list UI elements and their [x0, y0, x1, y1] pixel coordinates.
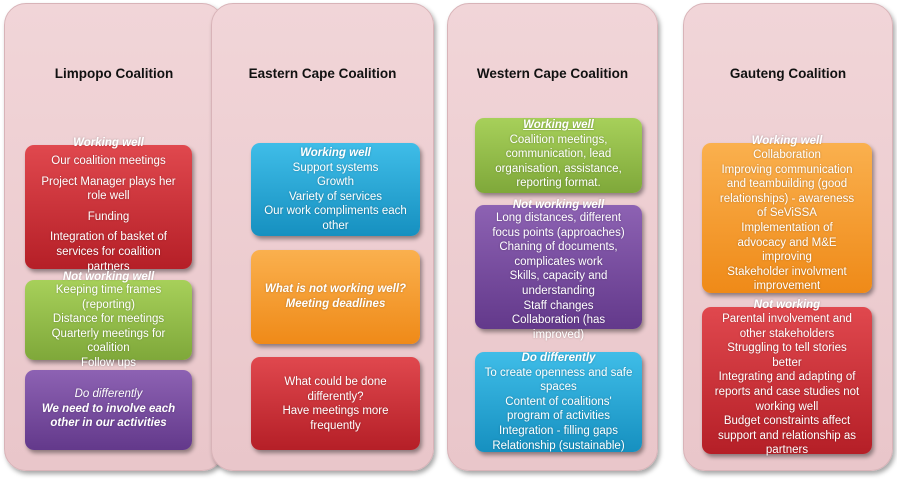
- box-header: Working well: [523, 119, 594, 131]
- box-line: reporting format.: [516, 177, 601, 190]
- box-line: Have meetings more: [282, 405, 389, 418]
- box-line: partners: [87, 260, 130, 273]
- box-line: What is not working well?: [264, 283, 407, 295]
- column-title: Limpopo Coalition: [54, 66, 174, 81]
- box-line: Implementation of: [741, 221, 833, 234]
- box-line: Integrating and adapting of: [718, 371, 856, 384]
- column-title: Gauteng Coalition: [729, 66, 847, 81]
- box-line: better: [772, 356, 802, 369]
- box-line: relationships) - awareness: [719, 192, 855, 205]
- box-line: Integration - filling gaps: [499, 424, 618, 437]
- box-line: program of activities: [507, 410, 610, 423]
- box-line: Improving communication: [721, 163, 853, 176]
- limpopo-do-differently-box: Do differently We need to involve each o…: [25, 370, 192, 450]
- box-header: Not working: [753, 299, 821, 311]
- box-line: Integration of basket of: [50, 231, 167, 244]
- box-header: Not working well: [62, 271, 155, 283]
- box-line: other: [322, 219, 349, 232]
- box-line: Chaning of documents,: [499, 241, 618, 254]
- box-line: We need to involve each: [41, 402, 176, 415]
- box-line: Project Manager plays her: [41, 175, 176, 188]
- box-line: Staff changes: [523, 299, 594, 312]
- box-header: Do differently: [521, 352, 596, 364]
- western-cape-working-well-box: Working well Coalition meetings, communi…: [475, 118, 642, 193]
- box-line: Skills, capacity and: [509, 270, 608, 283]
- box-line: Content of coalitions': [505, 395, 612, 408]
- box-line: Parental involvement and: [722, 313, 852, 325]
- box-line: communication, lead: [505, 148, 612, 161]
- box-line: Our work compliments each: [264, 205, 407, 218]
- box-line: partners: [765, 444, 809, 457]
- column-title: Eastern Cape Coalition: [248, 66, 397, 81]
- box-line: Stakeholder involvment: [727, 265, 847, 278]
- box-line: complicates work: [514, 255, 603, 268]
- box-header: Not working well: [512, 199, 605, 211]
- column-title: Western Cape Coalition: [476, 66, 629, 81]
- box-line: Support systems: [292, 161, 379, 174]
- box-line: Struggling to tell stories: [727, 342, 847, 355]
- box-line: support and relationship as: [717, 429, 857, 442]
- limpopo-not-working-box: Not working well Keeping time frames (re…: [25, 271, 192, 369]
- box-line: Coalition meetings,: [509, 133, 608, 146]
- box-line: Variety of services: [288, 190, 383, 203]
- box-line: of SeViSSA: [757, 207, 817, 220]
- box-line: spaces: [540, 381, 577, 394]
- box-line: improvement: [753, 280, 821, 293]
- eastern-cape-do-differently-box: What could be done differently? Have mee…: [251, 357, 420, 450]
- box-line: To create openness and safe: [484, 366, 633, 379]
- box-line: other stakeholders: [739, 327, 835, 340]
- box-line: frequently: [310, 419, 361, 432]
- western-cape-not-working-box: Not working well Long distances, differe…: [475, 199, 642, 341]
- eastern-cape-not-working-box: What is not working well? Meeting deadli…: [251, 250, 420, 344]
- box-header: Working well: [73, 137, 144, 149]
- box-line: role well: [87, 190, 130, 203]
- box-header: Working well: [751, 135, 823, 147]
- box-line: Meeting deadlines: [285, 297, 386, 310]
- box-line: Growth: [316, 176, 355, 189]
- box-line: Distance for meetings: [52, 313, 165, 326]
- eastern-cape-working-well-box: Working well Support systems Growth Vari…: [251, 143, 420, 236]
- box-line: Keeping time frames: [55, 284, 162, 296]
- box-line: Collaboration (has: [511, 314, 606, 327]
- western-cape-do-differently-box: Do differently To create openness and sa…: [475, 352, 642, 452]
- box-line: What could be done: [284, 376, 387, 388]
- box-line: advocacy and M&E: [737, 236, 837, 249]
- box-line: working well: [755, 400, 819, 413]
- box-line: Funding: [87, 210, 130, 223]
- box-line: Collaboration: [753, 149, 821, 161]
- box-line: improved): [532, 328, 585, 341]
- box-line: differently?: [307, 390, 364, 403]
- box-line: organisation, assistance,: [495, 162, 622, 175]
- box-line: understanding: [522, 284, 595, 297]
- box-line: (reporting): [81, 298, 136, 311]
- box-line: coalition: [87, 342, 130, 355]
- box-line: focus points (approaches): [492, 226, 625, 239]
- box-line: Our coalition meetings: [51, 155, 166, 167]
- box-line: improving: [762, 251, 812, 264]
- gauteng-working-well-box: Working well Collaboration Improving com…: [702, 135, 872, 293]
- gauteng-not-working-box: Not working Parental involvement and oth…: [702, 299, 872, 456]
- box-line: other in our activities: [50, 417, 167, 430]
- limpopo-working-well-box: Working well Our coalition meetings Proj…: [25, 137, 192, 273]
- box-header: Do differently: [74, 388, 143, 400]
- box-line: Budget constraints affect: [723, 415, 851, 428]
- box-line: Relationship (sustainable): [492, 439, 625, 452]
- box-line: and teambuilding (good: [726, 178, 848, 191]
- box-line: Follow ups: [81, 356, 136, 369]
- box-line: Quarterly meetings for: [51, 327, 166, 340]
- box-line: reports and case studies not: [714, 385, 860, 398]
- box-line: services for coalition: [56, 245, 161, 258]
- box-line: Long distances, different: [495, 212, 622, 224]
- box-header: Working well: [300, 147, 371, 159]
